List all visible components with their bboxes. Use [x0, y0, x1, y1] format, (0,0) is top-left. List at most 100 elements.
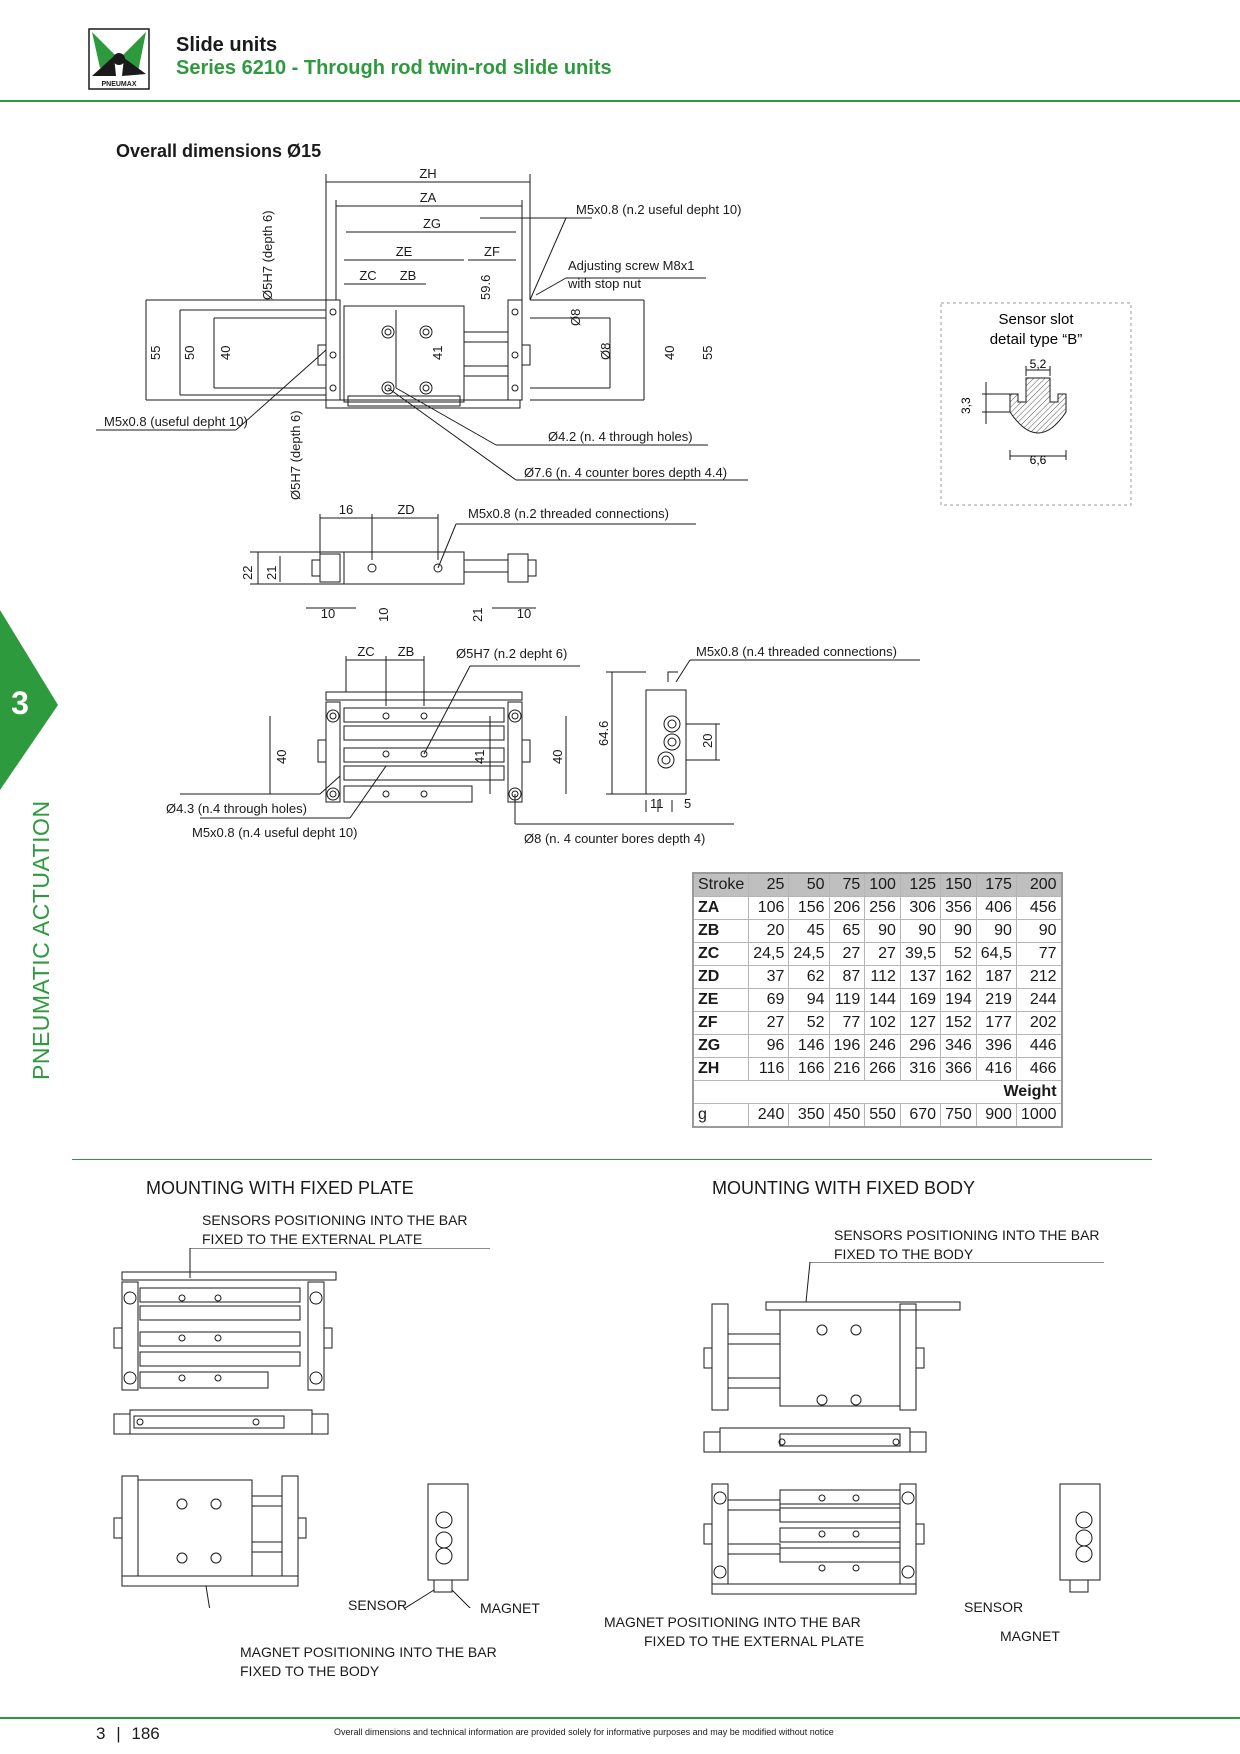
- weight-cell: 1000: [1015, 1103, 1063, 1128]
- table-cell: 69: [748, 988, 790, 1012]
- table-cell: 102: [864, 1011, 901, 1035]
- weight-unit: g: [692, 1103, 750, 1128]
- table-cell: 166: [788, 1057, 830, 1081]
- table-cell: 64,5: [975, 942, 1017, 966]
- dim-59-6: 59.6: [478, 275, 493, 300]
- label-m5-n4-useful: M5x0.8 (n.4 useful depht 10): [192, 825, 358, 840]
- mount-fixed-body-title: MOUNTING WITH FIXED BODY: [712, 1178, 975, 1198]
- dim-50: 50: [182, 346, 197, 360]
- table-row-label: ZD: [692, 965, 750, 989]
- dim-20: 20: [700, 734, 715, 748]
- table-cell: 24,5: [748, 942, 790, 966]
- weight-cell: 350: [788, 1103, 830, 1128]
- table-cell: 77: [828, 1011, 866, 1035]
- dim-zb-bottom: ZB: [398, 644, 415, 659]
- table-cell: 27: [864, 942, 901, 966]
- dim-10-c: 10: [517, 606, 531, 621]
- footer-divider: [0, 1717, 1240, 1719]
- table-cell: 146: [788, 1034, 830, 1058]
- table-cell: 94: [788, 988, 830, 1012]
- table-cell: 119: [828, 988, 866, 1012]
- table-cell: 456: [1015, 896, 1063, 920]
- dim-64-6: 64.6: [596, 721, 611, 746]
- table-header-cell: 200: [1015, 872, 1063, 897]
- table-cell: 162: [940, 965, 977, 989]
- table-row-label: ZC: [692, 942, 750, 966]
- dim-40-left: 40: [218, 346, 233, 360]
- weight-cell: 240: [748, 1103, 790, 1128]
- section-title: Overall dimensions Ø15: [116, 141, 322, 161]
- table-cell: 77: [1015, 942, 1063, 966]
- table-cell: 27: [748, 1011, 790, 1035]
- drawing-fixed-plate: [113, 1248, 490, 1608]
- table-cell: 266: [864, 1057, 901, 1081]
- weight-cell: 450: [828, 1103, 866, 1128]
- dim-zc: ZC: [359, 268, 376, 283]
- sensor-slot-title2: detail type “B”: [990, 331, 1083, 348]
- table-row-label: ZE: [692, 988, 750, 1012]
- dim-o8-b: Ø8: [598, 343, 613, 360]
- table-cell: 216: [828, 1057, 866, 1081]
- table-cell: 96: [748, 1034, 790, 1058]
- fb-magnet-label: MAGNET: [1000, 1628, 1060, 1644]
- dim-zc-bottom: ZC: [357, 644, 374, 659]
- fb-callout-top-1: SENSORS POSITIONING INTO THE BAR: [834, 1227, 1100, 1243]
- table-cell: 65: [828, 919, 866, 943]
- dim-55-left: 55: [148, 346, 163, 360]
- fp-callout-top-1: SENSORS POSITIONING INTO THE BAR: [202, 1212, 468, 1228]
- dim-ze: ZE: [396, 244, 413, 259]
- drawing-fixed-body: [703, 1262, 1104, 1595]
- footer-page: 186: [131, 1724, 160, 1743]
- dim-za: ZA: [420, 190, 437, 205]
- sensor-slot-detail: Sensor slot detail type “B” 5,2 6,6 3,3: [940, 302, 1132, 506]
- label-stop-nut: with stop nut: [567, 276, 641, 291]
- table-cell: 144: [864, 988, 901, 1012]
- label-o4-2: Ø4.2 (n. 4 through holes): [548, 429, 693, 444]
- fp-callout-top-2: FIXED TO THE EXTERNAL PLATE: [202, 1231, 423, 1247]
- drawing-side-view: 16 ZD M5x0.8 (n.2 threaded connections) …: [240, 502, 696, 622]
- drawing-top-view: ZH ZA ZG ZE ZF ZC ZB 59.6 55 50 40 41 Ø8…: [96, 166, 748, 500]
- label-o5h7-bottom: Ø5H7 (depth 6): [288, 410, 303, 500]
- pneumax-logo-icon: PNEUMAX: [88, 28, 150, 90]
- table-cell: 90: [940, 919, 977, 943]
- table-header-cell: 75: [828, 872, 866, 897]
- dim-16: 16: [339, 502, 353, 517]
- table-cell: 45: [788, 919, 830, 943]
- table-cell: 256: [864, 896, 901, 920]
- table-cell: 39,5: [899, 942, 942, 966]
- fp-callout-bot-2: FIXED TO THE BODY: [240, 1663, 380, 1679]
- label-adjusting-screw: Adjusting screw M8x1: [568, 258, 694, 273]
- table-cell: 90: [864, 919, 901, 943]
- category-label: PNEUMATIC ACTUATION: [28, 800, 54, 1080]
- fp-callout-bot-1: MAGNET POSITIONING INTO THE BAR: [240, 1644, 497, 1660]
- table-cell: 62: [788, 965, 830, 989]
- dim-zf: ZF: [484, 244, 500, 259]
- table-cell: 37: [748, 965, 790, 989]
- label-o5h7-n2: Ø5H7 (n.2 depht 6): [456, 646, 567, 661]
- label-m5-n4-threaded: M5x0.8 (n.4 threaded connections): [696, 644, 897, 659]
- dim-40-right: 40: [662, 346, 677, 360]
- table-cell: 416: [975, 1057, 1017, 1081]
- table-cell: 156: [788, 896, 830, 920]
- sensor-slot-title1: Sensor slot: [998, 311, 1074, 328]
- table-cell: 90: [899, 919, 942, 943]
- table-cell: 246: [864, 1034, 901, 1058]
- fp-sensor-label: SENSOR: [348, 1597, 408, 1613]
- table-cell: 112: [864, 965, 901, 989]
- label-o7-6: Ø7.6 (n. 4 counter bores depth 4.4): [524, 465, 727, 480]
- section-divider: [72, 1159, 1152, 1160]
- table-cell: 306: [899, 896, 942, 920]
- dim-10-a: 10: [321, 606, 335, 621]
- mount-fixed-plate-title: MOUNTING WITH FIXED PLATE: [146, 1178, 414, 1198]
- label-o5h7-top: Ø5H7 (depth 6): [260, 210, 275, 300]
- dim-41-bottom: 41: [472, 750, 487, 764]
- table-cell: 90: [975, 919, 1017, 943]
- table-cell: 169: [899, 988, 942, 1012]
- table-cell: 152: [940, 1011, 977, 1035]
